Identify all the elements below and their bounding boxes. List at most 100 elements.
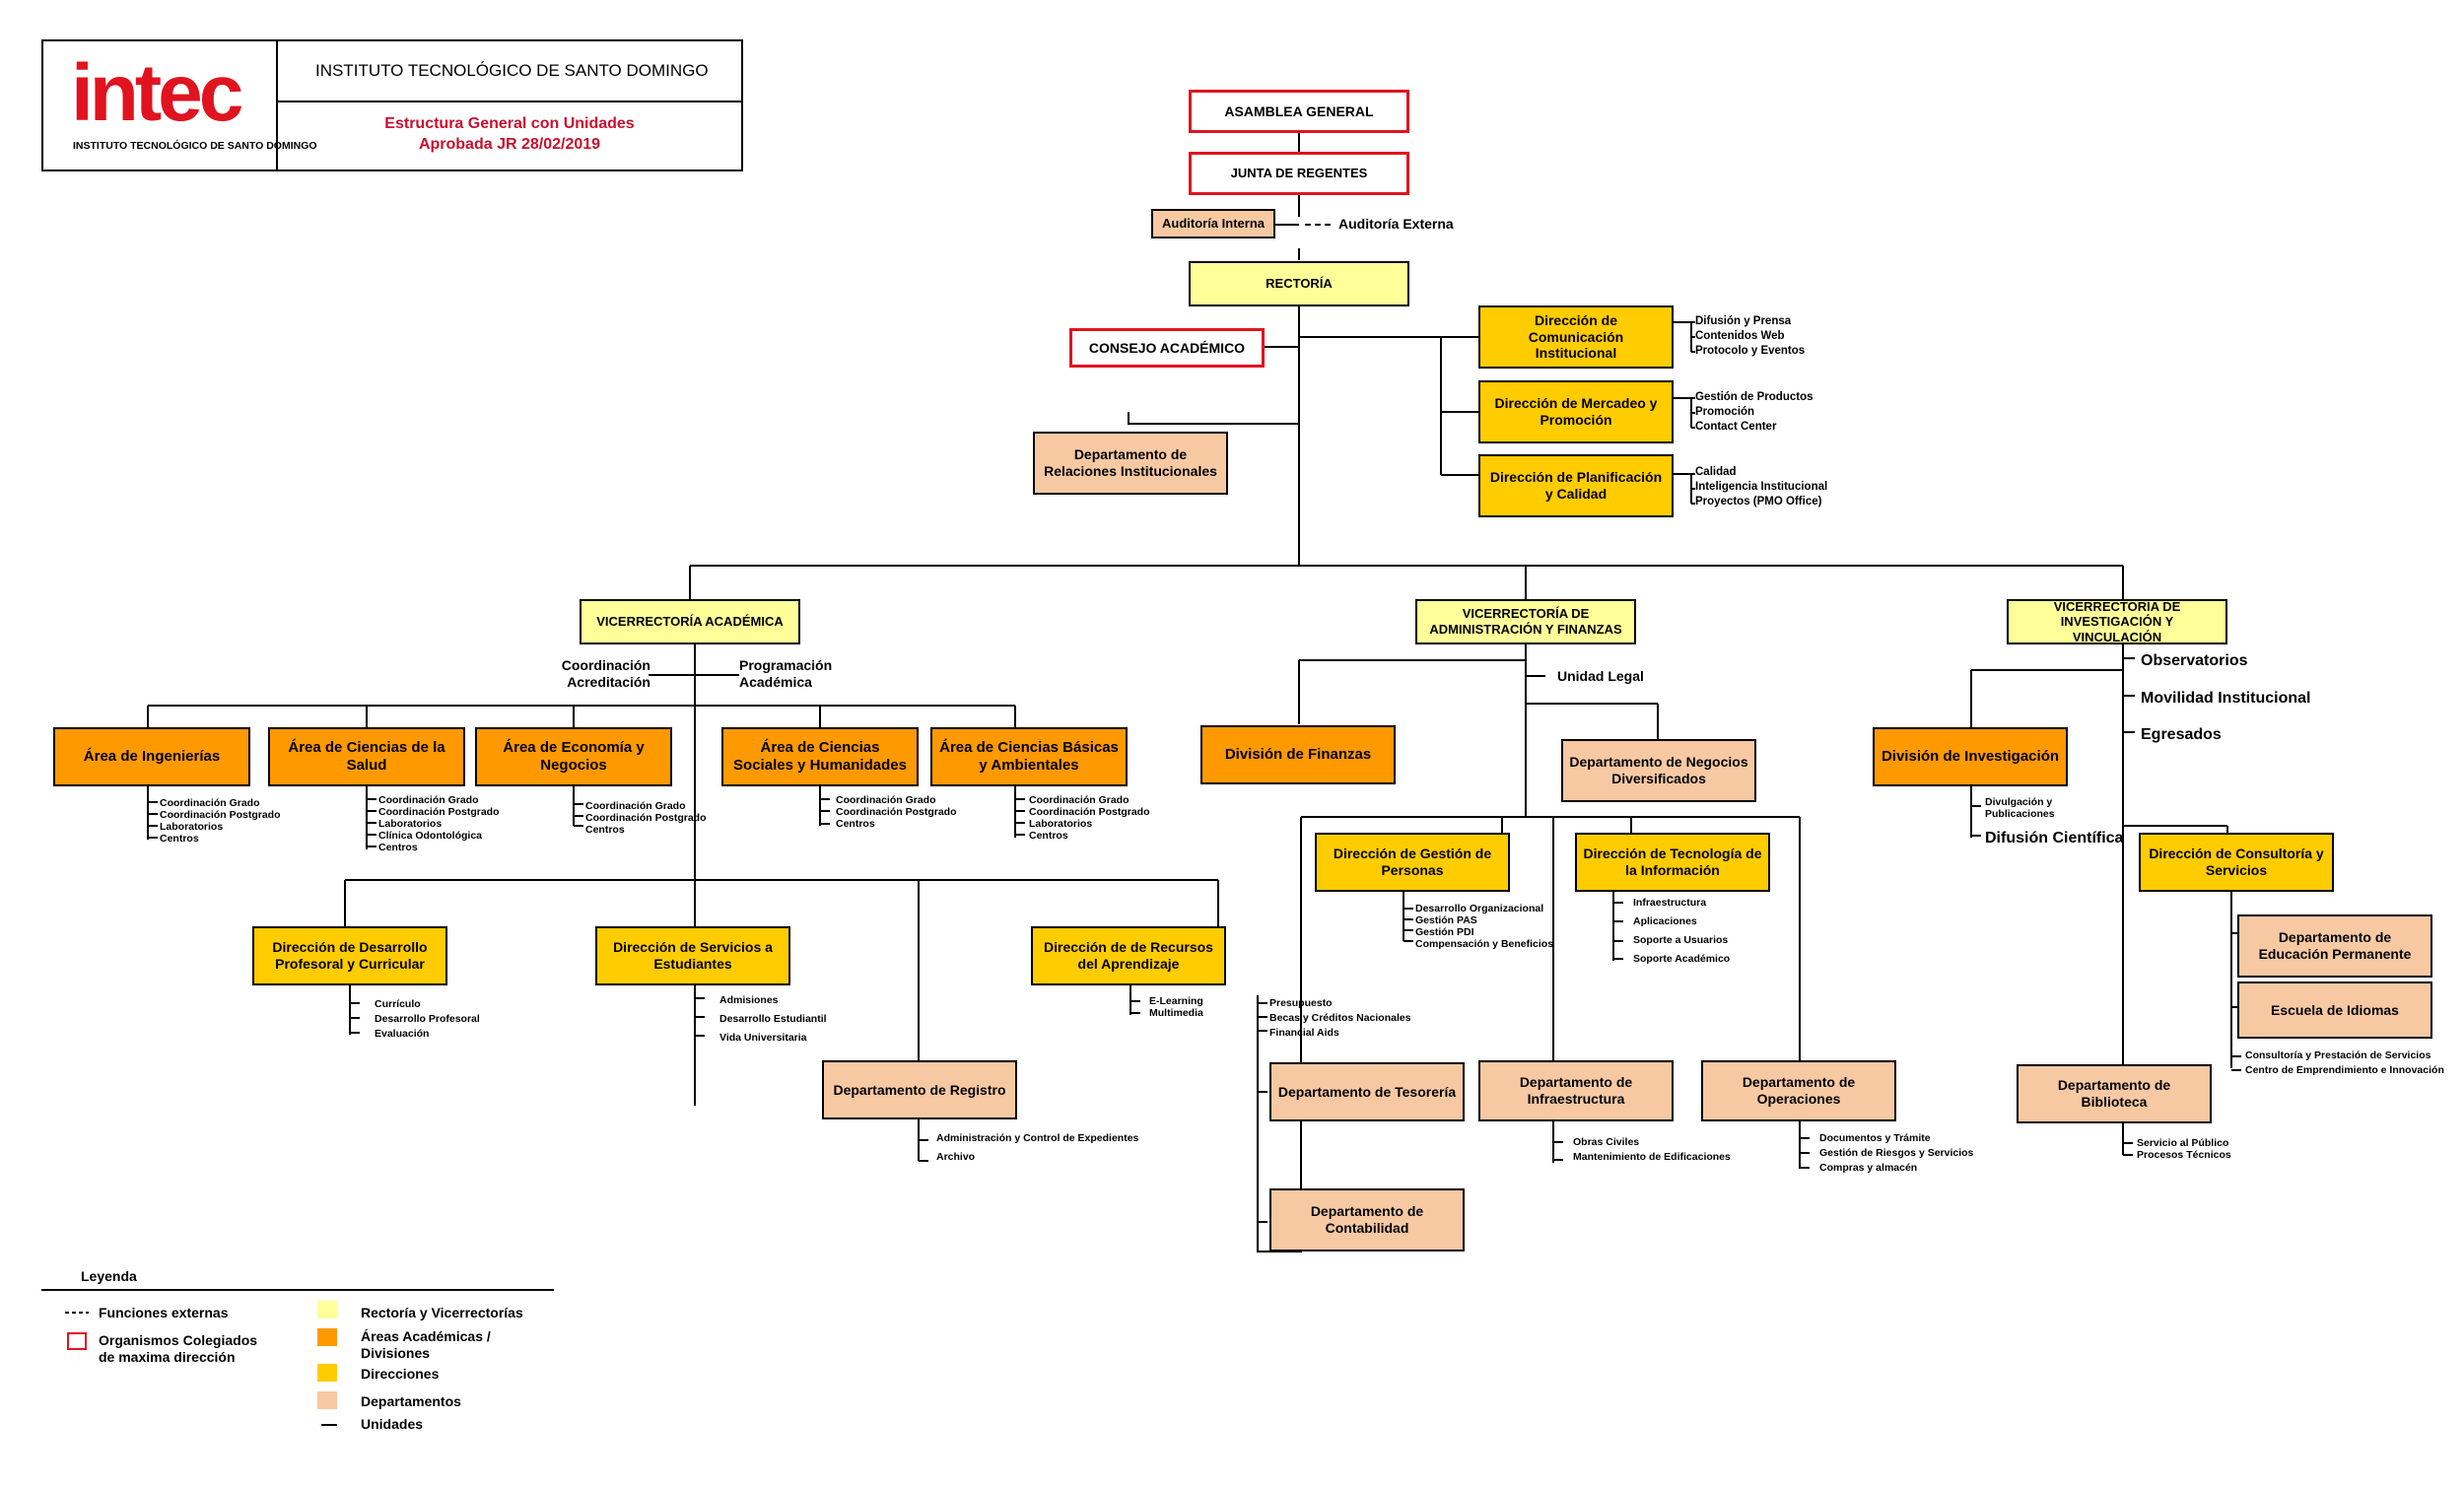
recursos-units: E-Learning Multimedia bbox=[1149, 995, 1203, 1019]
consejo-academico-box: CONSEJO ACADÉMICO bbox=[1069, 328, 1265, 368]
comunicacion-units: Difusión y Prensa Contenidos Web Protoco… bbox=[1695, 314, 1805, 359]
unit-item: Procesos Técnicos bbox=[2137, 1149, 2231, 1161]
escuela-idiomas-box: Escuela de Idiomas bbox=[2237, 981, 2432, 1039]
ciencias-salud-units: Coordinación Grado Coordinación Postgrad… bbox=[378, 794, 500, 853]
ingenierias-units: Coordinación Grado Coordinación Postgrad… bbox=[160, 797, 281, 845]
unit-item: Archivo bbox=[936, 1151, 976, 1163]
unit-item: Centros bbox=[1029, 830, 1068, 842]
legend-external: Funciones externas bbox=[99, 1305, 229, 1320]
unit-item: Admisiones bbox=[719, 994, 779, 1006]
unit-item: Gestión PAS bbox=[1415, 914, 1477, 926]
approval-date: Aprobada JR 28/02/2019 bbox=[418, 136, 601, 153]
unit-item: Obras Civiles bbox=[1573, 1136, 1640, 1148]
unit-item: Currículo bbox=[375, 998, 421, 1010]
mercadeo-promocion-box: Dirección de Mercadeo y Promoción bbox=[1478, 380, 1674, 443]
comunicacion-institucional-box: Dirección de Comunicación Institucional bbox=[1478, 305, 1674, 369]
structure-title: Estructura General con Unidades bbox=[384, 115, 635, 133]
unit-item: Calidad bbox=[1695, 466, 1737, 478]
servicios-estudiantes-box: Dirección de Servicios a Estudiantes bbox=[595, 926, 790, 985]
ciencias-basicas-units: Coordinación Grado Coordinación Postgrad… bbox=[1029, 794, 1150, 842]
unit-item: Coordinación Grado bbox=[1029, 794, 1129, 806]
vicerrectoria-investigacion-box: VICERRECTORÍA DE INVESTIGACIÓN Y VINCULA… bbox=[2007, 599, 2227, 644]
unit-item: Coordinación Postgrado bbox=[378, 806, 500, 818]
unit-item: Laboratorios bbox=[160, 821, 224, 833]
logo-wordmark: intec bbox=[71, 48, 243, 138]
unit-item: Coordinación Grado bbox=[585, 800, 686, 812]
infraestructura-box: Departamento de Infraestructura bbox=[1478, 1060, 1674, 1121]
departamento-registro-box: Departamento de Registro bbox=[822, 1060, 1017, 1119]
unit-item: Difusión y Prensa bbox=[1695, 315, 1792, 327]
programacion-academica-label: Programación Académica bbox=[739, 657, 833, 690]
ciencias-sociales-units: Coordinación Grado Coordinación Postgrad… bbox=[836, 794, 957, 830]
divulgacion-unit: Divulgación y Publicaciones bbox=[1985, 796, 2055, 820]
desarrollo-profesoral-box: Dirección de Desarrollo Profesoral y Cur… bbox=[252, 926, 447, 985]
unit-item: Promoción bbox=[1695, 406, 1755, 418]
vicerrectoria-administracion-box: VICERRECTORÍA DE ADMINISTRACIÓN Y FINANZ… bbox=[1415, 599, 1636, 644]
registro-units: Administración y Control de Expedientes … bbox=[936, 1129, 1138, 1167]
finanzas-units: Presupuesto Becas y Créditos Nacionales … bbox=[1269, 996, 1411, 1041]
difusion-unit: Difusión Científica bbox=[1985, 830, 2124, 846]
unit-item: Compras y almacén bbox=[1819, 1162, 1918, 1174]
area-economia-negocios-box: Área de Economía y Negocios bbox=[475, 727, 672, 786]
area-ciencias-basicas-box: Área de Ciencias Básicas y Ambientales bbox=[930, 727, 1128, 786]
area-ciencias-sociales-box: Área de Ciencias Sociales y Humanidades bbox=[721, 727, 919, 786]
auditoria-externa-label: Auditoría Externa bbox=[1338, 216, 1454, 232]
servicios-units: Admisiones Desarrollo Estudiantil Vida U… bbox=[719, 991, 827, 1048]
unit-item: Vida Universitaria bbox=[719, 1032, 807, 1044]
unit-item: Desarrollo Estudiantil bbox=[719, 1013, 827, 1025]
infraestructura-units: Obras Civiles Mantenimiento de Edificaci… bbox=[1573, 1135, 1731, 1165]
header-block: intec INSTITUTO TECNOLÓGICO DE SANTO DOM… bbox=[41, 39, 743, 171]
area-ciencias-salud-box: Área de Ciencias de la Salud bbox=[268, 727, 465, 786]
negocios-diversificados-box: Departamento de Negocios Diversificados bbox=[1561, 739, 1756, 802]
legend-direcciones: Direcciones bbox=[361, 1366, 440, 1382]
planificacion-units: Calidad Inteligencia Institucional Proye… bbox=[1695, 465, 1827, 509]
unit-item: E-Learning bbox=[1149, 995, 1203, 1007]
auditoria-interna-box: Auditoría Interna bbox=[1151, 209, 1275, 238]
personas-units: Desarrollo Organizacional Gestión PAS Ge… bbox=[1415, 903, 1553, 950]
unit-item: Evaluación bbox=[375, 1028, 430, 1040]
legend-colegiados: Organismos Colegiados de maxima direcció… bbox=[99, 1332, 258, 1365]
unit-item: Centros bbox=[836, 818, 875, 830]
logo-subtitle: INSTITUTO TECNOLÓGICO DE SANTO DOMINGO bbox=[73, 140, 317, 152]
desarrollo-units: Currículo Desarrollo Profesoral Evaluaci… bbox=[375, 997, 480, 1042]
unit-item: Clínica Odontológica bbox=[378, 830, 483, 842]
legend-title: Leyenda bbox=[81, 1268, 137, 1284]
tecnologia-informacion-box: Dirección de Tecnología de la Informació… bbox=[1575, 833, 1770, 892]
institution-name: INSTITUTO TECNOLÓGICO DE SANTO DOMINGO bbox=[278, 41, 741, 102]
observatorios-unit: Observatorios bbox=[2141, 652, 2248, 669]
unit-item: Infraestructura bbox=[1633, 897, 1707, 909]
unit-item: Coordinación Grado bbox=[160, 797, 260, 809]
mercadeo-units: Gestión de Productos Promoción Contact C… bbox=[1695, 390, 1814, 435]
movilidad-unit: Movilidad Institucional bbox=[2141, 690, 2311, 707]
economia-units: Coordinación Grado Coordinación Postgrad… bbox=[585, 800, 707, 836]
solid-line-swatch bbox=[321, 1424, 337, 1426]
coordinacion-acreditacion-label: Coordinación Acreditación bbox=[561, 657, 650, 690]
unidad-legal-label: Unidad Legal bbox=[1557, 668, 1644, 684]
unit-item: Presupuesto bbox=[1269, 997, 1333, 1009]
operaciones-box: Departamento de Operaciones bbox=[1701, 1060, 1896, 1121]
tecnologia-units: Infraestructura Aplicaciones Soporte a U… bbox=[1633, 894, 1730, 969]
unit-item: Aplicaciones bbox=[1633, 915, 1697, 927]
unit-item: Servicio al Público bbox=[2137, 1137, 2229, 1149]
contabilidad-box: Departamento de Contabilidad bbox=[1269, 1188, 1465, 1251]
division-investigacion-box: División de Investigación bbox=[1873, 727, 2068, 786]
consultoria-servicios-box: Dirección de Consultoría y Servicios bbox=[2139, 833, 2334, 892]
unit-item: Laboratorios bbox=[378, 818, 443, 830]
unit-item: Desarrollo Organizacional bbox=[1415, 903, 1544, 914]
unit-item: Multimedia bbox=[1149, 1007, 1203, 1019]
unit-item: Coordinación Postgrado bbox=[585, 812, 707, 824]
unit-item: Documentos y Trámite bbox=[1819, 1132, 1931, 1144]
unit-item: Soporte a Usuarios bbox=[1633, 934, 1729, 946]
recursos-aprendizaje-box: Dirección de de Recursos del Aprendizaje bbox=[1031, 926, 1226, 985]
unit-item: Consultoría y Prestación de Servicios bbox=[2245, 1049, 2431, 1061]
educacion-permanente-box: Departamento de Educación Permanente bbox=[2237, 914, 2432, 978]
unit-item: Protocolo y Eventos bbox=[1695, 345, 1806, 357]
unit-item: Contact Center bbox=[1695, 421, 1777, 433]
unit-item: Soporte Académico bbox=[1633, 953, 1731, 965]
unit-item: Inteligencia Institucional bbox=[1695, 481, 1828, 493]
area-swatch bbox=[317, 1328, 337, 1346]
unit-item: Desarrollo Profesoral bbox=[375, 1013, 480, 1025]
biblioteca-box: Departamento de Biblioteca bbox=[2017, 1064, 2212, 1123]
legend-unidades: Unidades bbox=[361, 1416, 424, 1432]
